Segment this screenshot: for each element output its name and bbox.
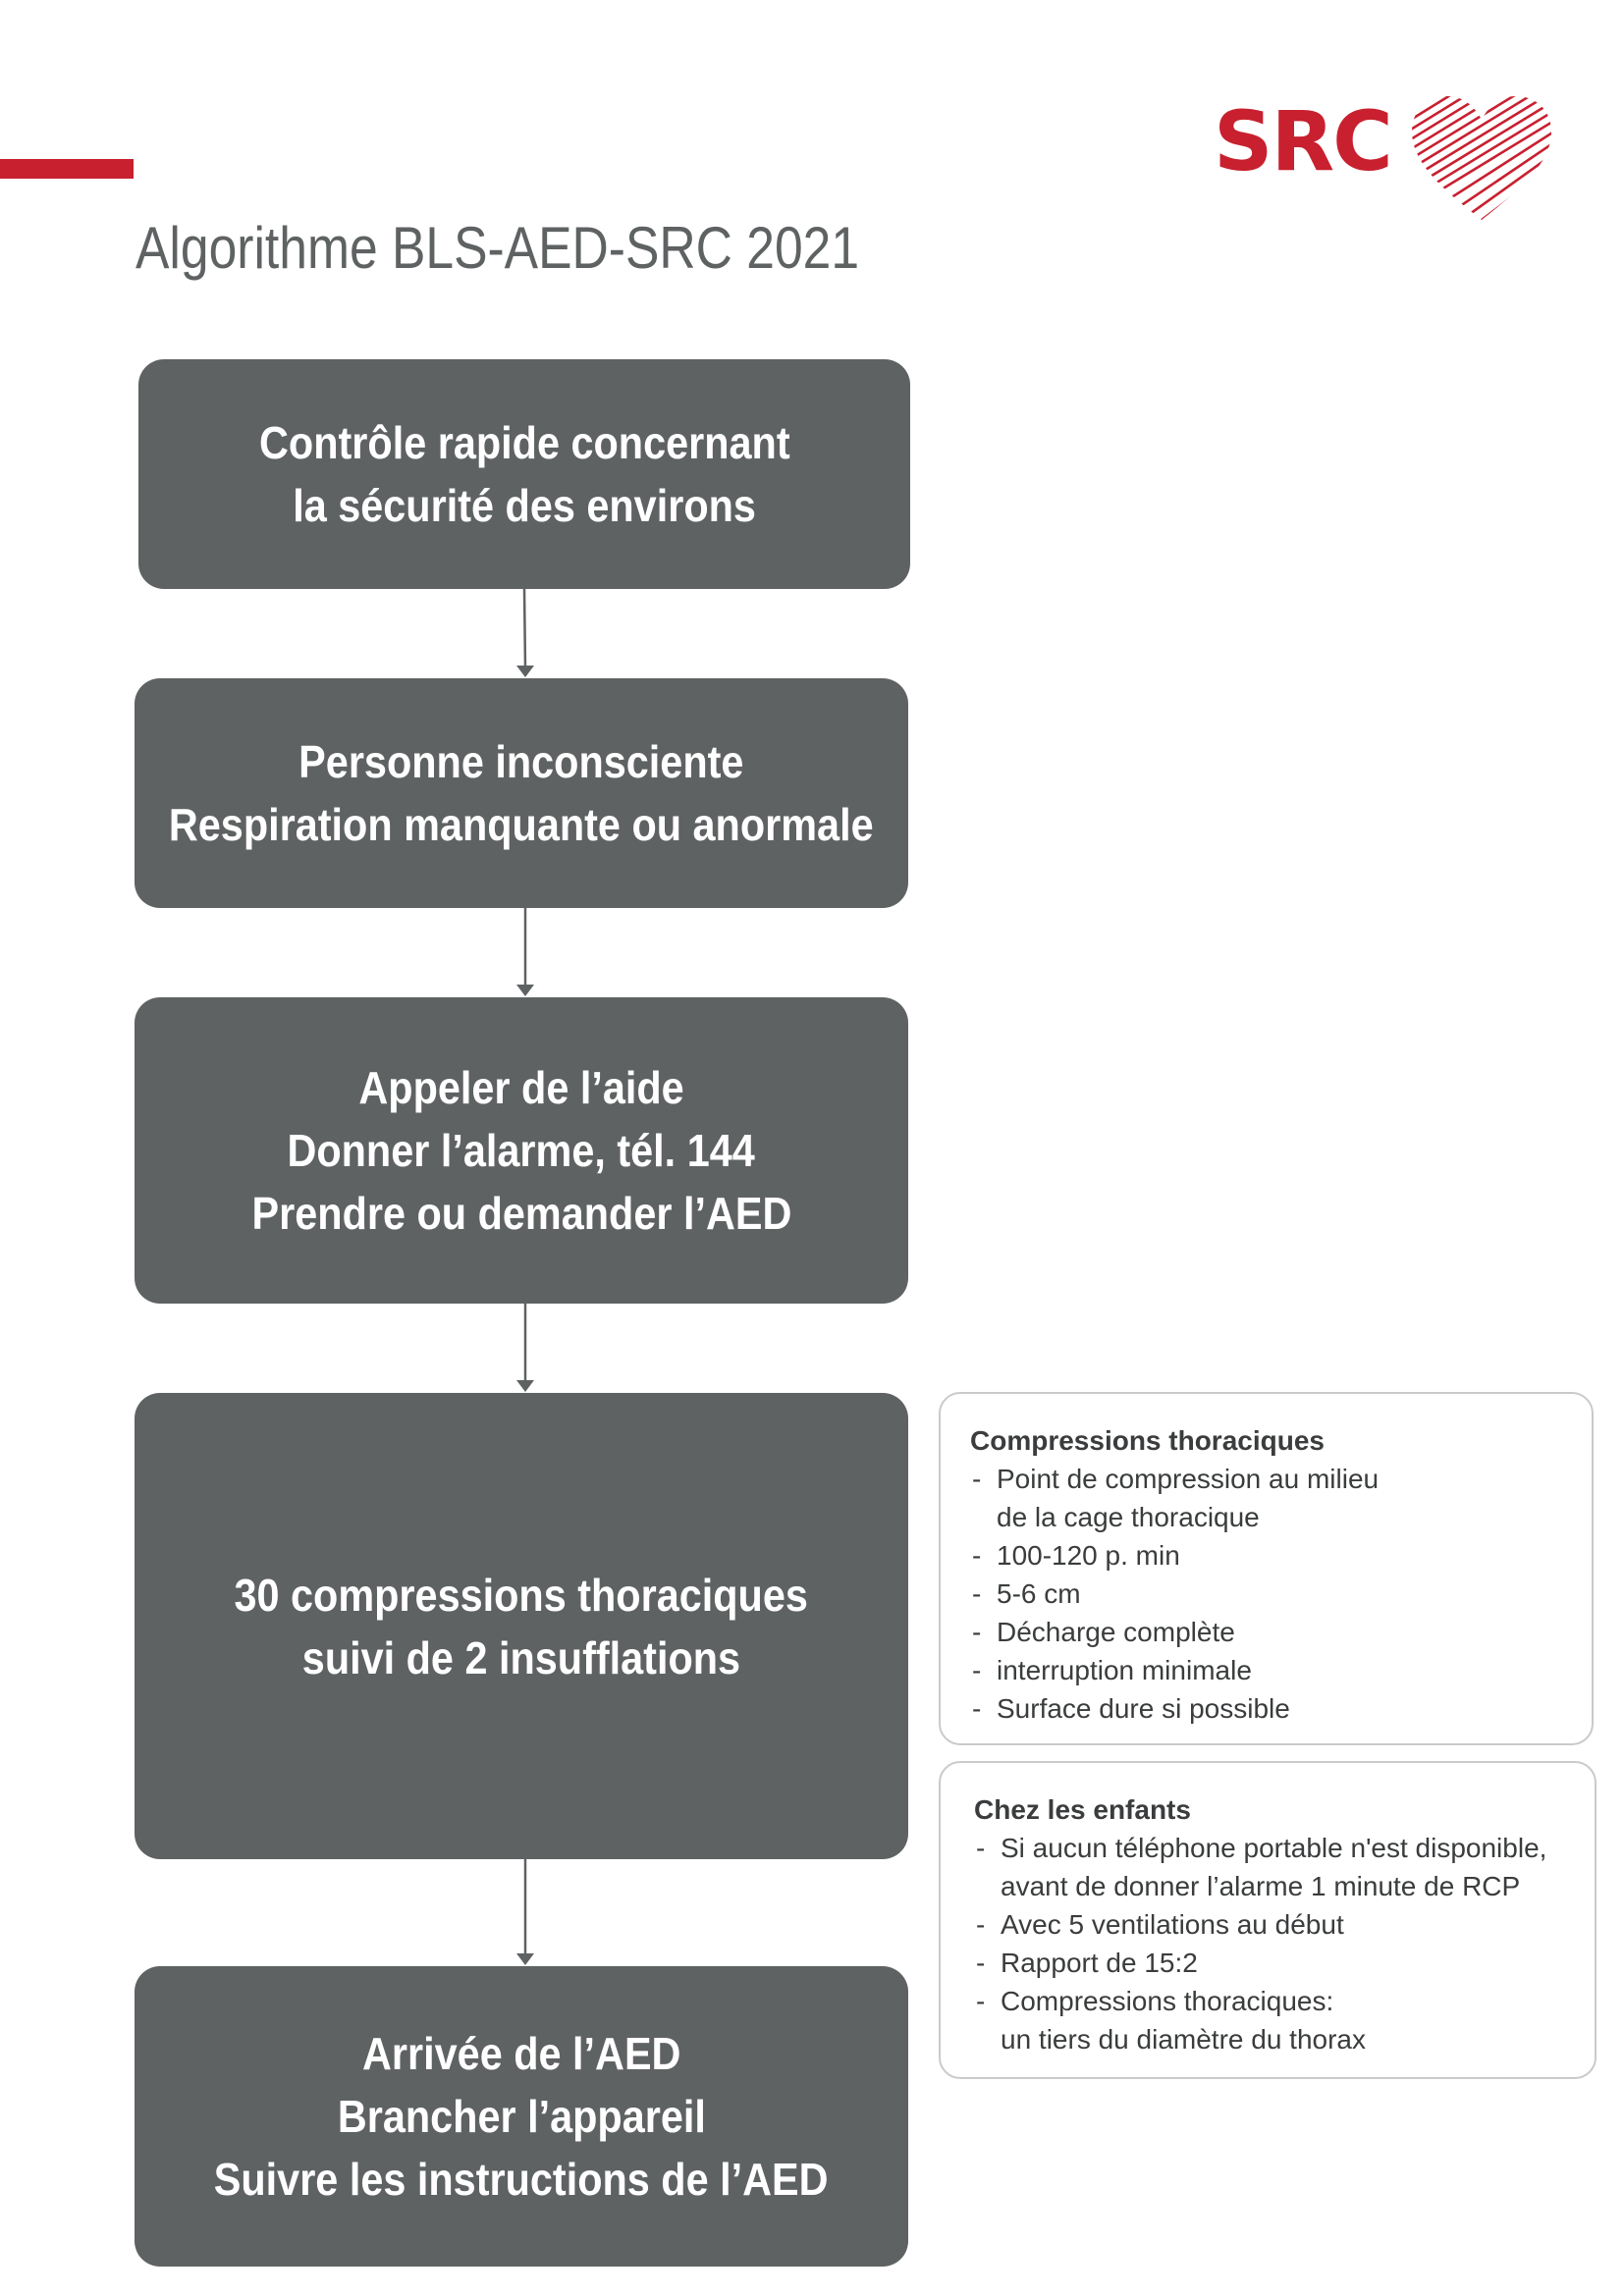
- info-box-compressions: Compressions thoraciques Point de compre…: [939, 1392, 1594, 1745]
- info-box-title: Chez les enfants: [974, 1794, 1191, 1825]
- step-text: la sécurité des environs: [293, 480, 756, 531]
- step-text: Suivre les instructions de l’AED: [214, 2154, 829, 2205]
- list-item: Rapport de 15:2: [974, 1944, 1595, 1982]
- page-title: Algorithme BLS-AED-SRC 2021: [135, 215, 860, 281]
- step-aed-arrival: Arrivée de l’AED Brancher l’appareil Sui…: [135, 1966, 908, 2267]
- info-box-title: Compressions thoraciques: [970, 1425, 1325, 1456]
- step-safety-check: Contrôle rapide concernant la sécurité d…: [138, 359, 910, 589]
- step-text: Appeler de l’aide: [358, 1062, 684, 1113]
- list-item: Compressions thoraciques: un tiers du di…: [974, 1982, 1595, 2058]
- list-item: Décharge complète: [970, 1613, 1592, 1651]
- list-item: Surface dure si possible: [970, 1689, 1592, 1728]
- info-list: Si aucun téléphone portable n'est dispon…: [974, 1829, 1595, 2058]
- heart-icon: [1412, 96, 1551, 220]
- step-text: Personne inconsciente: [298, 736, 744, 787]
- list-item: Si aucun téléphone portable n'est dispon…: [974, 1829, 1595, 1905]
- step-text: Arrivée de l’AED: [361, 2028, 681, 2079]
- info-list: Point de compression au milieu de la cag…: [970, 1460, 1592, 1728]
- info-box-children: Chez les enfants Si aucun téléphone port…: [939, 1761, 1597, 2079]
- step-text: suivi de 2 insufflations: [301, 1631, 741, 1683]
- step-text: Contrôle rapide concernant: [258, 417, 790, 468]
- list-item: interruption minimale: [970, 1651, 1592, 1689]
- step-compressions: 30 compressions thoraciques suivi de 2 i…: [135, 1393, 908, 1859]
- accent-bar: [0, 159, 134, 179]
- step-text: Donner l’alarme, tél. 144: [287, 1125, 756, 1176]
- step-text: Respiration manquante ou anormale: [169, 799, 874, 850]
- step-text: Prendre ou demander l’AED: [251, 1188, 791, 1239]
- list-item: Avec 5 ventilations au début: [974, 1905, 1595, 1944]
- step-call-help: Appeler de l’aide Donner l’alarme, tél. …: [135, 997, 908, 1304]
- list-item: 5-6 cm: [970, 1575, 1592, 1613]
- step-unconscious: Personne inconsciente Respiration manqua…: [135, 678, 908, 908]
- src-logo: SRC: [1214, 94, 1557, 222]
- step-text: Brancher l’appareil: [337, 2091, 706, 2142]
- list-item: Point de compression au milieu de la cag…: [970, 1460, 1592, 1536]
- step-text: 30 compressions thoraciques: [234, 1569, 809, 1621]
- list-item: 100-120 p. min: [970, 1536, 1592, 1575]
- logo-text: SRC: [1214, 93, 1393, 189]
